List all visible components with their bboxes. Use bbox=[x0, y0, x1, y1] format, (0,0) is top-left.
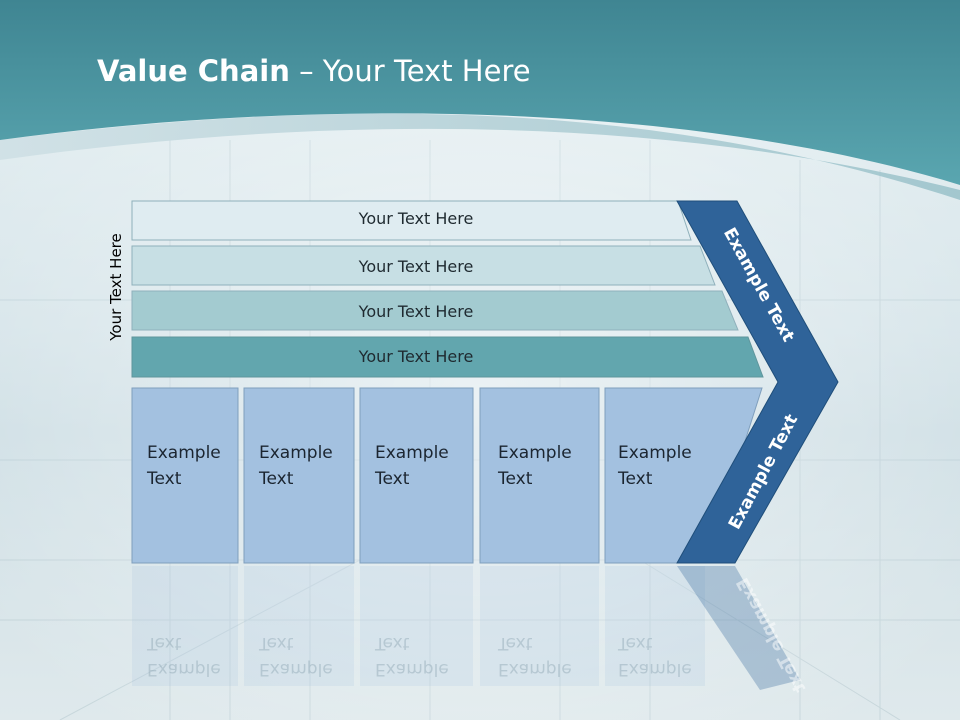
column-5-text: Example Text bbox=[618, 440, 710, 492]
column-2-reflection: Example Text bbox=[259, 630, 351, 682]
column-3-reflection-line2: Text bbox=[375, 633, 410, 653]
column-4-reflection-line2: Text bbox=[498, 633, 533, 653]
column-3-line1: Example bbox=[375, 443, 449, 463]
column-1-line2: Text bbox=[147, 469, 182, 489]
margin-chevron-reflection bbox=[677, 566, 800, 690]
activity-column bbox=[480, 566, 599, 686]
activity-column bbox=[244, 566, 354, 686]
column-5-reflection-line1: Example bbox=[618, 659, 692, 679]
value-bar-4 bbox=[131, 336, 764, 378]
column-3-text: Example Text bbox=[375, 440, 467, 492]
column-4-reflection-line1: Example bbox=[498, 659, 572, 679]
column-3-reflection: Example Text bbox=[375, 630, 467, 682]
column-1-reflection: Example Text bbox=[147, 630, 239, 682]
value-bar-3 bbox=[131, 290, 739, 331]
title-bold: Value Chain bbox=[97, 54, 290, 88]
column-4-line2: Text bbox=[498, 469, 533, 489]
column-1-text: Example Text bbox=[147, 440, 239, 492]
column-4-text: Example Text bbox=[498, 440, 590, 492]
value-bar-1 bbox=[131, 200, 692, 241]
activity-column bbox=[360, 566, 473, 686]
activity-column bbox=[359, 387, 474, 564]
activity-column bbox=[243, 387, 355, 564]
bar-label-3: Your Text Here bbox=[358, 302, 474, 321]
activity-column bbox=[131, 387, 239, 564]
column-5-reflection-line2: Text bbox=[618, 633, 653, 653]
column-5-line1: Example bbox=[618, 443, 692, 463]
activity-column bbox=[479, 387, 600, 564]
column-4-reflection: Example Text bbox=[498, 630, 590, 682]
column-2-reflection-line1: Example bbox=[259, 659, 333, 679]
bar-label-2: Your Text Here bbox=[358, 257, 474, 276]
activity-column bbox=[132, 566, 238, 686]
column-2-line1: Example bbox=[259, 443, 333, 463]
margin-chevron bbox=[676, 200, 839, 564]
bar-label-1: Your Text Here bbox=[358, 209, 474, 228]
column-5-reflection: Example Text bbox=[618, 630, 710, 682]
column-3-reflection-line1: Example bbox=[375, 659, 449, 679]
slide-title: Value Chain – Your Text Here bbox=[97, 54, 531, 88]
column-1-reflection-line1: Example bbox=[147, 659, 221, 679]
column-2-line2: Text bbox=[259, 469, 294, 489]
column-5-line2: Text bbox=[618, 469, 653, 489]
side-label: Your Text Here bbox=[107, 233, 125, 341]
column-1-reflection-line2: Text bbox=[147, 633, 182, 653]
column-1-line1: Example bbox=[147, 443, 221, 463]
activity-column bbox=[605, 566, 705, 686]
column-3-line2: Text bbox=[375, 469, 410, 489]
column-2-text: Example Text bbox=[259, 440, 351, 492]
column-2-reflection-line2: Text bbox=[259, 633, 294, 653]
value-bar-2 bbox=[131, 245, 716, 286]
title-rest: – Your Text Here bbox=[289, 54, 531, 88]
bar-label-4: Your Text Here bbox=[358, 347, 474, 366]
column-4-line1: Example bbox=[498, 443, 572, 463]
